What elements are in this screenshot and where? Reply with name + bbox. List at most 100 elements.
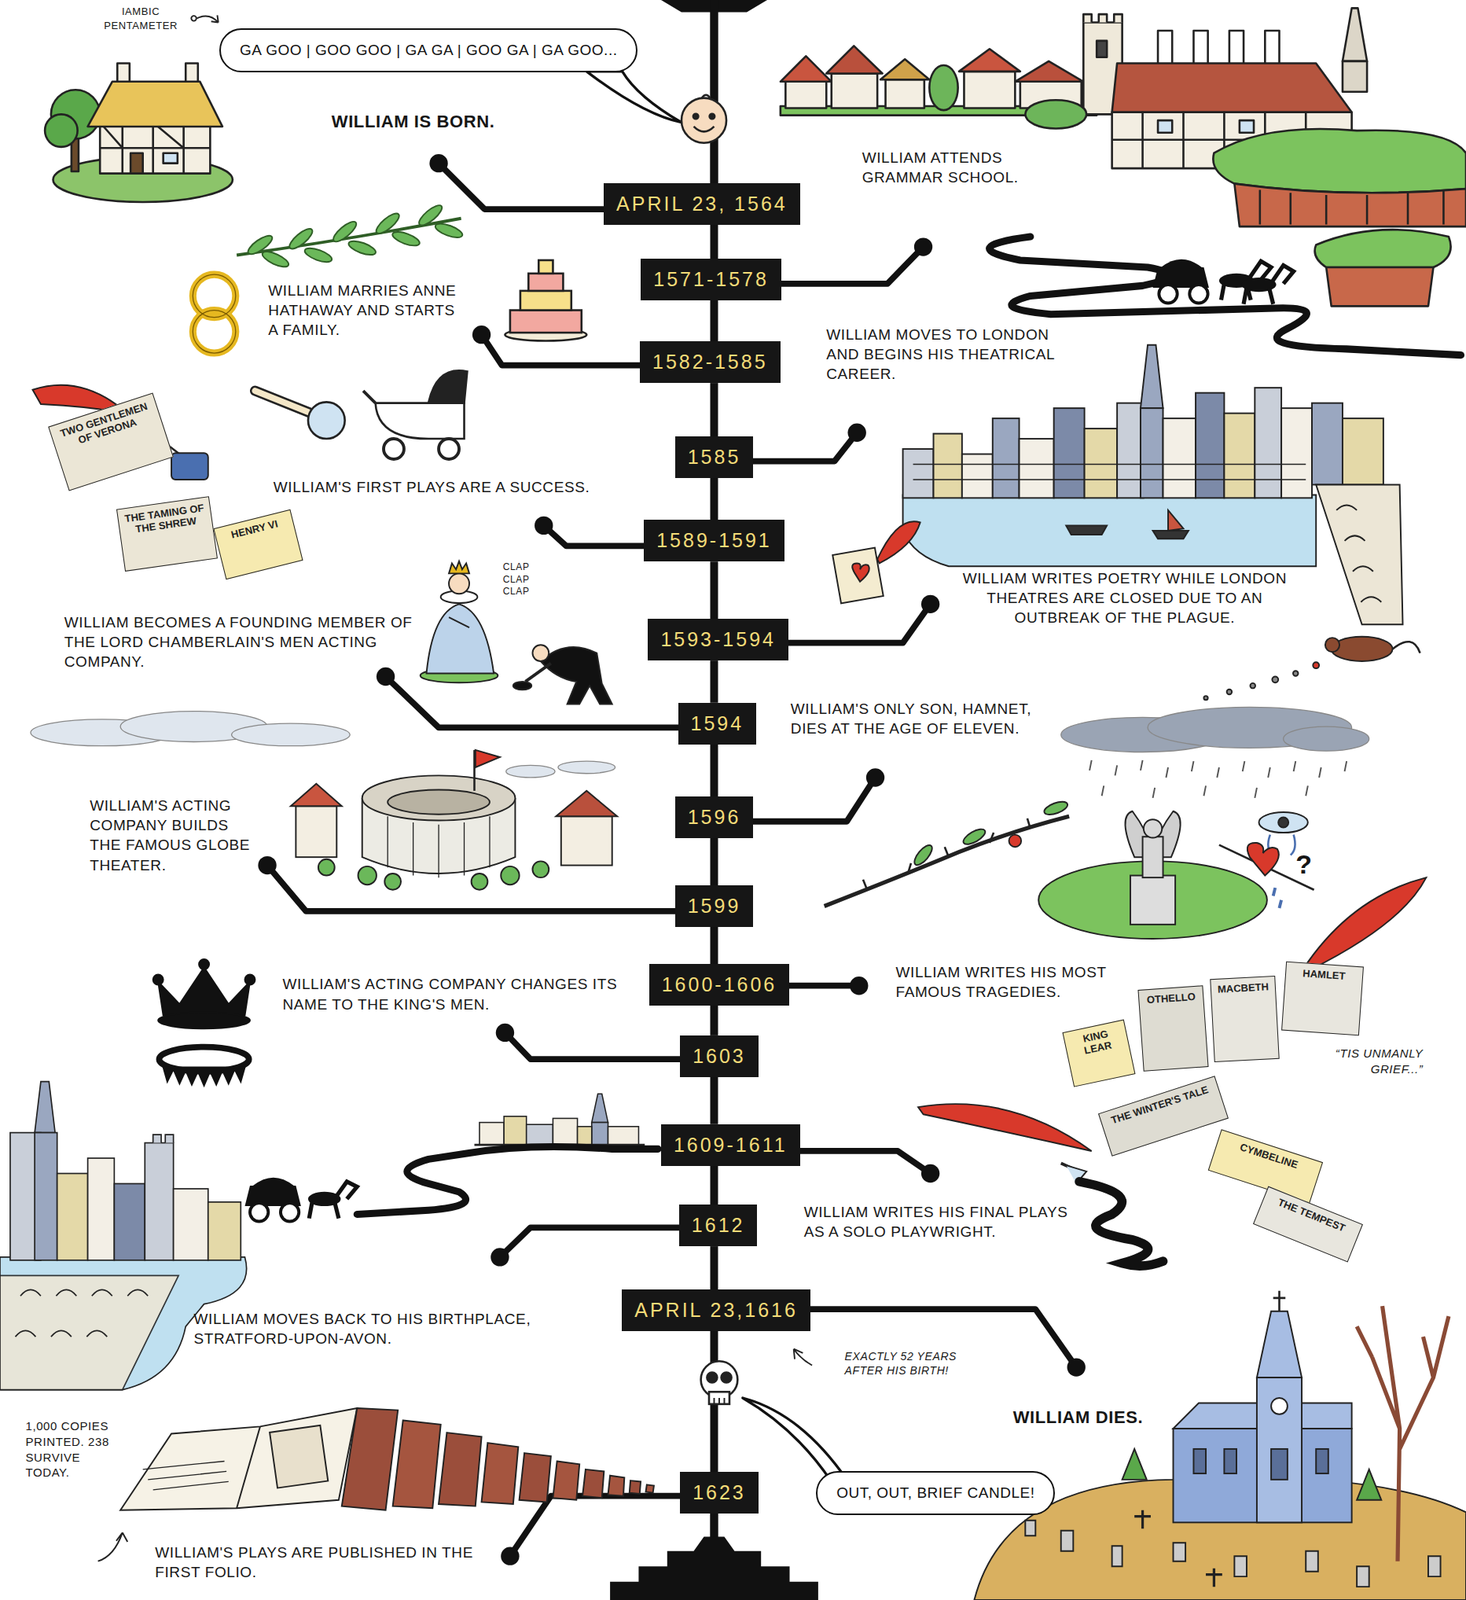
timeline-spine <box>709 837 718 886</box>
plague-rat <box>1312 661 1320 669</box>
london-skyline <box>1019 438 1055 498</box>
stratford-town <box>1157 30 1173 66</box>
leader-dot <box>376 667 395 686</box>
skull <box>713 1397 724 1404</box>
stratford-town <box>885 79 925 108</box>
birthplace-cottage <box>130 153 144 174</box>
broken-quill <box>918 1103 1092 1151</box>
road-and-carriage <box>1189 284 1208 303</box>
plague-rat <box>1392 641 1421 653</box>
leader-dot <box>257 856 276 875</box>
timeline-spine <box>709 300 718 342</box>
clouds <box>30 706 1370 798</box>
rattle-and-pram <box>254 390 311 414</box>
play-script: TWO GENTLEMEN OF VERONA <box>48 393 175 492</box>
first-folio-books <box>608 1475 625 1496</box>
stratford-town <box>1326 267 1433 306</box>
globe-theater <box>471 873 489 890</box>
stratford-town <box>1264 30 1279 66</box>
stratford-city <box>34 1081 56 1133</box>
laurel-branch <box>390 228 422 249</box>
event-caption: WILLIAM'S ACTING COMPANY BUILDS THE FAMO… <box>89 795 258 875</box>
clouds <box>558 760 616 774</box>
town-far <box>503 1116 527 1145</box>
rattle-and-pram <box>383 438 405 460</box>
date-box: APRIL 23, 1564 <box>603 183 801 225</box>
stratford-town <box>1260 189 1444 225</box>
london-skyline <box>1195 393 1224 499</box>
globe-theater <box>290 783 342 807</box>
rattle-and-pram <box>363 390 376 404</box>
date-box: APRIL 23,1616 <box>621 1289 811 1331</box>
date-text: 1571-1578 <box>653 268 769 291</box>
love-poem-scroll <box>832 547 883 604</box>
london-skyline <box>903 494 1317 566</box>
event-caption: WILLIAM BECOMES A FOUNDING MEMBER OF THE… <box>64 612 417 672</box>
leader-dot <box>257 154 1086 1566</box>
stratford-town <box>963 71 1015 109</box>
skull <box>706 1372 717 1383</box>
speech-bubble: OUT, OUT, BRIEF CANDLE! <box>815 1470 1055 1515</box>
london-skyline <box>1163 418 1197 498</box>
stratford-town <box>826 45 882 74</box>
wedding-rings <box>192 274 236 318</box>
london-skyline <box>1084 428 1118 498</box>
annotation: IAMBIC PENTAMETER <box>88 4 195 32</box>
stratford-city <box>14 1289 148 1337</box>
broken-heart <box>1278 817 1289 828</box>
stratford-town <box>1096 40 1107 58</box>
event-caption: WILLIAM ATTENDS GRAMMAR SCHOOL. <box>862 147 1051 188</box>
quill-and-inkpot <box>171 452 209 480</box>
love-poem-scroll <box>832 521 920 603</box>
speech-text: GA GOO | GOO GOO | GA GA | GOO GA | GA G… <box>239 41 618 59</box>
stratford-town <box>1234 183 1466 228</box>
date-text: 1596 <box>687 805 742 829</box>
birthplace-cottage <box>44 62 233 203</box>
road-home <box>308 1181 357 1219</box>
first-folio-books <box>393 1420 441 1509</box>
timeline-spine <box>709 1245 718 1290</box>
queen-and-bowing-man <box>532 644 549 662</box>
bubble-tail <box>586 71 682 123</box>
stratford-town <box>831 73 878 108</box>
crowns <box>153 958 256 1086</box>
leader-dot <box>849 976 868 995</box>
first-folio-books <box>143 1460 229 1489</box>
baby-face <box>701 95 710 99</box>
london-skyline <box>1342 418 1384 485</box>
broken-heart <box>1247 842 1279 876</box>
play-script: KING LEAR <box>1061 1019 1136 1088</box>
stratford-city <box>153 1134 174 1143</box>
london-skyline <box>1116 403 1144 499</box>
broken-heart <box>1273 887 1282 908</box>
london-skyline <box>1140 407 1164 498</box>
london-skyline <box>913 464 1307 480</box>
globe-theater <box>475 749 500 768</box>
sound-effect: CLAP CLAP CLAP <box>503 561 548 599</box>
london-skyline <box>1065 525 1107 535</box>
baby-face <box>681 98 727 144</box>
date-text: APRIL 23,1616 <box>634 1298 798 1322</box>
date-box: 1612 <box>679 1204 758 1246</box>
first-folio-books <box>98 1348 812 1562</box>
first-folio-books <box>438 1432 482 1506</box>
event-caption: WILLIAM WRITES HIS MOST FAMOUS TRAGEDIES… <box>896 962 1136 1002</box>
play-script: MACBETH <box>1209 975 1280 1063</box>
stratford-city <box>0 1274 179 1389</box>
iambic-arrow <box>191 15 196 21</box>
thorny-branch <box>824 798 1070 906</box>
plague-rat <box>1203 695 1208 700</box>
rattle-and-pram <box>438 438 460 460</box>
globe-theater <box>295 805 337 857</box>
first-folio-books <box>481 1442 519 1504</box>
rattle-and-pram <box>428 370 467 403</box>
clouds <box>506 764 555 778</box>
play-title: CYMBELINE <box>1220 1135 1316 1177</box>
annotation: EXACTLY 52 YEARS AFTER HIS BIRTH! <box>845 1348 999 1378</box>
baby-face <box>694 126 715 132</box>
london-skyline <box>903 448 934 498</box>
spine <box>709 139 718 184</box>
skull <box>721 1372 732 1383</box>
clouds <box>1089 760 1347 798</box>
